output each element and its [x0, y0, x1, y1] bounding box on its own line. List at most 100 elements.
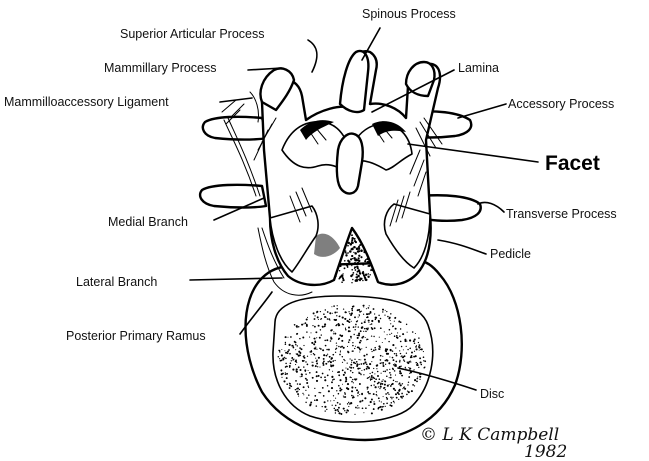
- stipple-dot: [286, 383, 288, 385]
- stipple-dot: [348, 402, 349, 403]
- stipple-dot: [316, 399, 318, 401]
- stipple-dot: [318, 319, 319, 320]
- stipple-dot: [307, 364, 309, 366]
- stipple-dot: [366, 366, 368, 368]
- stipple-dot: [413, 369, 414, 370]
- stipple-dot: [326, 355, 328, 357]
- stipple-dot: [286, 377, 288, 379]
- stipple-dot: [356, 273, 358, 275]
- stipple-dot: [419, 350, 420, 351]
- stipple-dot: [356, 365, 358, 367]
- stipple-dot: [385, 338, 386, 339]
- stipple-dot: [383, 403, 385, 405]
- stipple-dot: [302, 337, 304, 339]
- stipple-dot: [387, 385, 389, 387]
- stipple-dot: [331, 387, 333, 389]
- stipple-dot: [297, 387, 299, 389]
- stipple-dot: [363, 306, 364, 307]
- stipple-dot: [411, 355, 413, 357]
- stipple-dot: [378, 382, 380, 384]
- stipple-dot: [311, 342, 313, 344]
- stipple-dot: [303, 386, 305, 388]
- stipple-dot: [327, 361, 329, 363]
- stipple-dot: [364, 260, 366, 262]
- stipple-dot: [348, 326, 350, 328]
- stipple-dot: [409, 339, 411, 341]
- label-medial-branch: Medial Branch: [108, 215, 188, 229]
- stipple-dot: [393, 380, 394, 381]
- stipple-dot: [367, 389, 368, 390]
- stipple-dot: [373, 356, 374, 357]
- stipple-dot: [360, 359, 361, 360]
- stipple-dot: [376, 368, 377, 369]
- stipple-dot: [358, 317, 359, 318]
- leader-transverse-process: [478, 202, 504, 212]
- stipple-dot: [295, 342, 297, 344]
- stipple-dot: [390, 323, 391, 324]
- leader-superior-articular-process: [308, 40, 317, 72]
- stipple-dot: [396, 337, 398, 339]
- stipple-dot: [316, 360, 317, 361]
- stipple-dot: [358, 309, 360, 311]
- stipple-dot: [385, 393, 387, 395]
- stipple-dot: [360, 249, 363, 252]
- stipple-dot: [395, 364, 397, 366]
- stipple-dot: [340, 350, 341, 351]
- stipple-dot: [368, 367, 370, 369]
- stipple-dot: [398, 399, 399, 400]
- stipple-dot: [352, 310, 354, 312]
- stipple-dot: [323, 358, 325, 360]
- stipple-dot: [399, 360, 400, 361]
- stipple-dot: [371, 399, 373, 401]
- stipple-dot: [391, 398, 392, 399]
- stipple-dot: [360, 373, 361, 374]
- stipple-dot: [354, 240, 356, 242]
- stipple-dot: [387, 353, 389, 355]
- stipple-dot: [383, 379, 384, 380]
- stipple-dot: [358, 334, 360, 336]
- stipple-dot: [367, 391, 369, 393]
- stipple-dot: [345, 378, 347, 380]
- stipple-dot: [379, 337, 380, 338]
- stipple-dot: [404, 339, 406, 341]
- stipple-dot: [373, 408, 375, 410]
- stipple-dot: [342, 323, 343, 324]
- stipple-dot: [316, 375, 318, 377]
- stipple-dot: [315, 365, 317, 367]
- stipple-dot: [324, 406, 326, 408]
- stipple-dot: [335, 352, 336, 353]
- stipple-dot: [326, 349, 328, 351]
- stipple-dot: [389, 356, 390, 357]
- stipple-dot: [344, 410, 345, 411]
- stipple-dot: [392, 325, 394, 327]
- stipple-dot: [334, 360, 335, 361]
- label-mammillary-process: Mammillary Process: [104, 61, 217, 75]
- stipple-dot: [386, 359, 387, 360]
- stipple-dot: [371, 335, 372, 336]
- stipple-dot: [397, 332, 398, 333]
- stipple-dot: [417, 363, 418, 364]
- stipple-dot: [297, 345, 298, 346]
- stipple-dot: [354, 238, 356, 240]
- stipple-dot: [302, 360, 304, 362]
- stipple-dot: [379, 400, 380, 401]
- stipple-dot: [408, 367, 409, 368]
- stipple-dot: [316, 363, 318, 365]
- stipple-dot: [382, 363, 383, 364]
- stipple-dot: [396, 381, 397, 382]
- stipple-dot: [384, 371, 386, 373]
- stipple-dot: [287, 351, 289, 353]
- stipple-dot: [341, 281, 343, 283]
- stipple-dot: [336, 312, 337, 313]
- label-lateral-branch: Lateral Branch: [76, 275, 157, 289]
- stipple-dot: [424, 360, 426, 362]
- stipple-dot: [281, 354, 283, 356]
- stipple-dot: [351, 239, 353, 241]
- stipple-dot: [305, 322, 307, 324]
- stipple-dot: [381, 409, 383, 411]
- stipple-dot: [326, 339, 328, 341]
- stipple-dot: [342, 384, 343, 385]
- stipple-dot: [366, 368, 368, 370]
- stipple-dot: [335, 409, 337, 411]
- stipple-dot: [398, 390, 400, 392]
